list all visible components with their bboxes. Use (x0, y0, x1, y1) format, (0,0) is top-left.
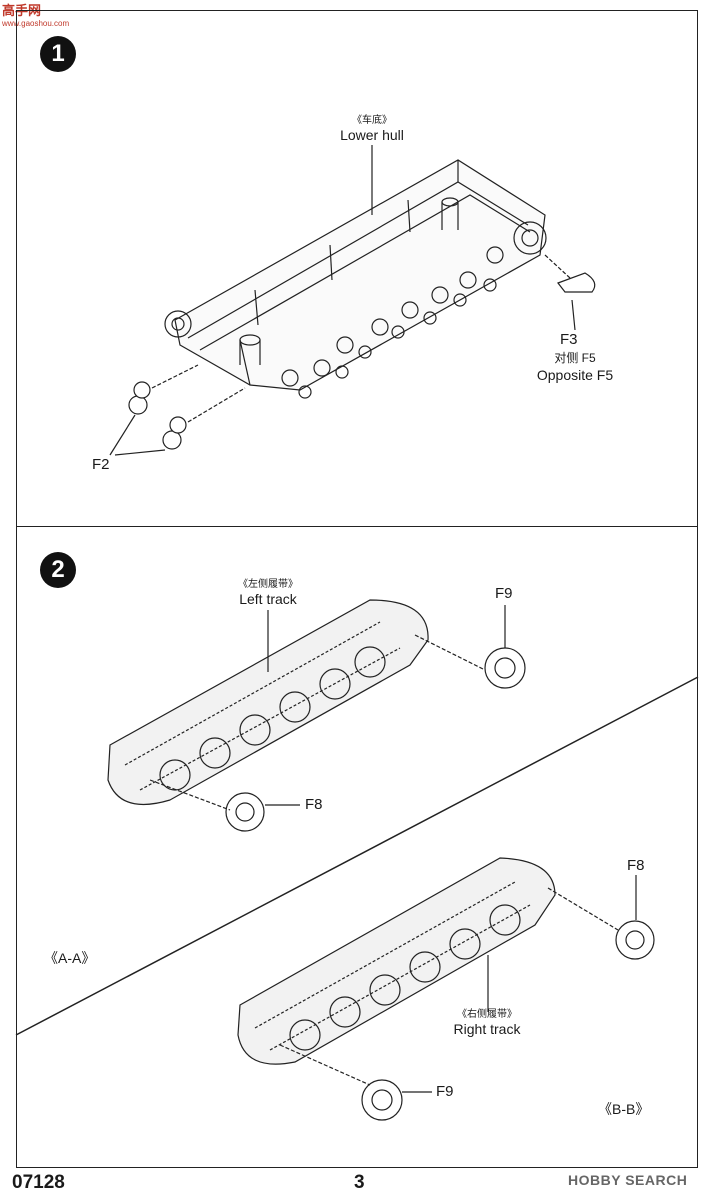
view-bb-label: 《B-B》 (598, 1101, 650, 1117)
lower-hull-label-cn: 《车底》 (352, 115, 392, 126)
page-number: 3 (354, 1172, 365, 1193)
watermark-site-url: www.gaoshou.com (2, 19, 70, 28)
part-f8-left-label: F8 (305, 796, 323, 813)
right-track-label-en: Right track (453, 1021, 521, 1037)
lower-hull-label-en: Lower hull (340, 127, 404, 143)
instruction-frame (16, 10, 698, 1168)
part-f8-right-label: F8 (627, 857, 645, 874)
left-track-label-cn: 《左侧履带》 (238, 579, 298, 590)
part-f9-bottom-label: F9 (436, 1083, 454, 1100)
lower-hull-label: 《车底》 Lower hull (322, 114, 422, 144)
part-f3-label: F3 (560, 331, 578, 348)
right-track-label-cn: 《右侧履带》 (457, 1009, 517, 1020)
kit-number: 07128 (12, 1172, 65, 1193)
left-track-drawing (107, 599, 526, 832)
part-f2-label: F2 (92, 456, 110, 473)
right-track-label: 《右侧履带》 Right track (432, 1008, 542, 1038)
step-divider (16, 526, 698, 527)
step-1-badge: 1 (40, 36, 76, 72)
left-track-label: 《左侧履带》 Left track (218, 578, 318, 608)
brand-watermark: HOBBY SEARCH (568, 1172, 688, 1188)
opposite-f5-label: 对侧 F5 Opposite F5 (520, 350, 630, 384)
left-track-label-en: Left track (239, 591, 297, 607)
view-aa-label: 《A-A》 (44, 950, 96, 966)
step-2-badge: 2 (40, 552, 76, 588)
lower-hull-drawing (109, 145, 596, 456)
part-f9-top-label: F9 (495, 585, 513, 602)
right-track-drawing (237, 857, 655, 1121)
opposite-f5-en: Opposite F5 (536, 367, 614, 383)
opposite-f5-cn: 对侧 F5 (554, 351, 596, 365)
